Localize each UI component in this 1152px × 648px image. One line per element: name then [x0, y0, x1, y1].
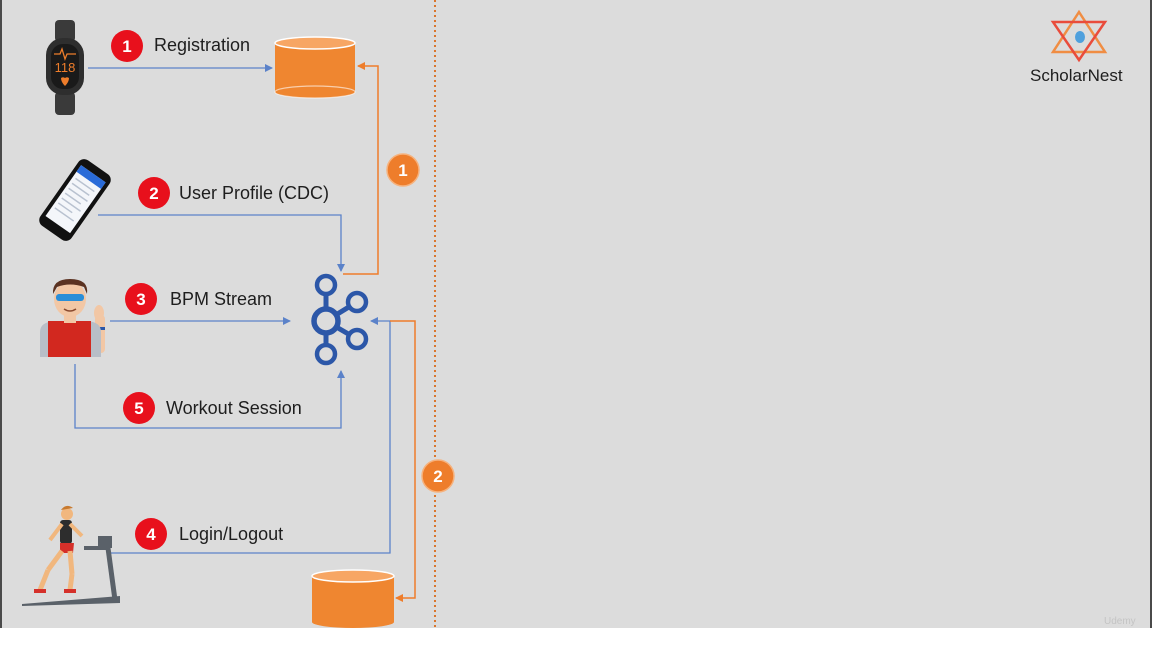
database-icon	[274, 36, 356, 99]
flow-label-workout-session: Workout Session	[166, 398, 302, 418]
svg-text:5: 5	[134, 399, 143, 418]
slide-canvas: 118	[0, 0, 1152, 628]
treadmill-icon	[22, 505, 120, 606]
svg-text:4: 4	[146, 525, 156, 544]
svg-text:1: 1	[398, 161, 407, 180]
brand-name: ScholarNest	[1030, 66, 1123, 85]
svg-text:2: 2	[149, 184, 158, 203]
svg-text:1: 1	[122, 37, 131, 56]
watch-reading: 118	[55, 60, 76, 75]
database-icon	[311, 569, 395, 628]
flow-label-login-logout: Login/Logout	[179, 524, 284, 544]
step-badge: 3	[125, 283, 157, 315]
right-edge	[1150, 0, 1152, 628]
flow-label-user-profile: User Profile (CDC)	[179, 183, 330, 203]
flow-line-user-profile	[98, 214, 345, 272]
step-badge: 2	[138, 177, 170, 209]
step-badge: 4	[135, 518, 167, 550]
output-badge: 1	[386, 153, 420, 187]
flow-line-workout-session	[74, 364, 345, 429]
left-edge	[0, 0, 2, 628]
output-line-2	[390, 320, 416, 602]
flow-line-login-logout	[108, 317, 391, 554]
output-badge: 2	[421, 459, 455, 493]
step-badge: 5	[123, 392, 155, 424]
step-badge: 1	[111, 30, 143, 62]
flow-label-registration: Registration	[154, 35, 251, 55]
architecture-diagram: 118	[22, 0, 1108, 628]
scholarnest-logo-icon	[1050, 9, 1108, 63]
user-avatar-icon	[40, 279, 105, 357]
flow-label-bpm-stream: BPM Stream	[170, 289, 273, 309]
svg-text:2: 2	[433, 467, 442, 486]
smartphone-icon	[39, 159, 111, 241]
smartwatch-icon: 118	[46, 20, 84, 115]
kafka-icon	[311, 273, 369, 366]
svg-text:3: 3	[136, 290, 145, 309]
output-line-1	[343, 62, 379, 275]
watermark: Udemy	[1104, 616, 1136, 627]
